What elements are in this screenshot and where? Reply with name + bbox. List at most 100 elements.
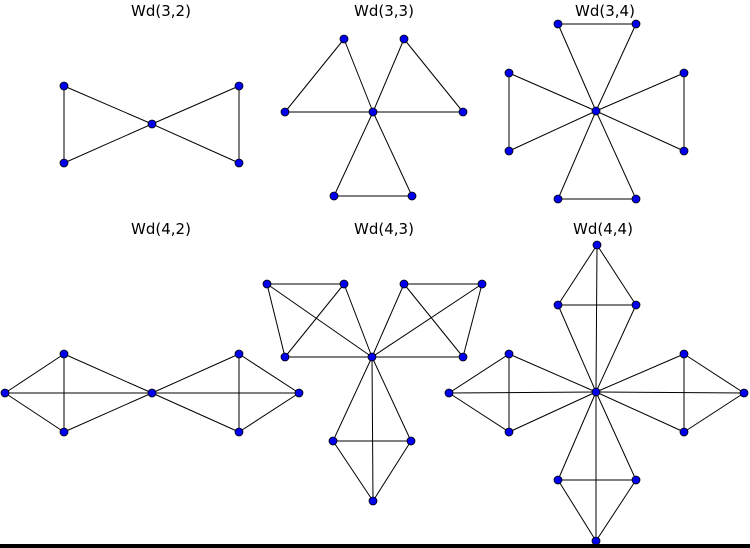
bottom-border — [0, 544, 750, 548]
wd44-edge — [683, 392, 745, 433]
wd33-node — [339, 34, 349, 44]
wd33-edge — [333, 111, 374, 197]
wd44-node — [592, 240, 602, 250]
wd42-node — [59, 349, 69, 359]
wd44-edge — [508, 391, 597, 433]
wd33-edge — [284, 38, 345, 113]
wd43-node — [328, 436, 338, 446]
wd42-node — [59, 427, 69, 437]
wd42-edge — [151, 353, 240, 394]
wd42-edge — [63, 353, 153, 394]
wd44-node — [679, 349, 689, 359]
wd44-edge — [595, 244, 598, 393]
wd42-node — [0, 388, 10, 398]
wd33-node — [280, 107, 290, 117]
wd43-node — [458, 352, 468, 362]
wd42-center-node — [147, 388, 157, 398]
wd33-node — [329, 191, 339, 201]
wd44-edge — [595, 353, 685, 393]
wd32-edge — [63, 85, 153, 125]
wd44-edge — [557, 304, 597, 393]
wd34-node — [504, 68, 514, 78]
wd44-edge — [448, 392, 510, 433]
wd42-edge — [4, 392, 65, 433]
wd34-edge — [595, 110, 685, 152]
wd33-center-node — [368, 107, 378, 117]
wd43-edge — [284, 283, 345, 358]
label-wd34: Wd(3,4) — [575, 2, 635, 20]
label-wd44: Wd(4,4) — [573, 220, 633, 238]
wd44-edge — [596, 244, 637, 306]
wd44-center-node — [591, 387, 601, 397]
wd44-edge — [508, 353, 597, 393]
wd34-node — [679, 68, 689, 78]
wd42-edge — [238, 392, 300, 433]
wd33-node — [407, 191, 417, 201]
wd34-center-node — [591, 106, 601, 116]
label-wd43: Wd(4,3) — [354, 220, 414, 238]
wd43-edge — [332, 356, 373, 442]
wd44-edge — [557, 479, 597, 542]
wd34-edge — [595, 72, 685, 112]
wd43-edge — [371, 356, 374, 502]
wd32-edge — [151, 85, 240, 125]
wd42-node — [294, 388, 304, 398]
wd44-edge — [595, 304, 637, 393]
wd34-node — [631, 19, 641, 29]
wd42-edge — [238, 353, 300, 394]
wd44-node — [739, 388, 749, 398]
wd44-node — [553, 300, 563, 310]
wd42-edge — [151, 392, 240, 433]
wd43-edge — [403, 283, 464, 358]
wd33-edge — [372, 111, 413, 197]
wd43-center-node — [367, 352, 377, 362]
wd43-edge — [371, 283, 405, 358]
wd43-edge — [332, 440, 374, 502]
wd34-node — [553, 19, 563, 29]
wd43-node — [368, 496, 378, 506]
wd43-edge — [371, 356, 412, 442]
wd44-edge — [448, 353, 510, 394]
wd34-node — [504, 146, 514, 156]
wd34-node — [679, 146, 689, 156]
label-wd42: Wd(4,2) — [131, 220, 191, 238]
wd44-node — [444, 388, 454, 398]
wd32-node — [234, 81, 244, 91]
wd43-edge — [371, 283, 483, 358]
wd42-edge — [63, 392, 153, 433]
wd44-node — [631, 300, 641, 310]
wd44-edge — [595, 391, 745, 394]
edges-layer — [4, 23, 745, 542]
wd44-edge — [448, 391, 597, 394]
label-wd32: Wd(3,2) — [131, 2, 191, 20]
label-wd33: Wd(3,3) — [354, 2, 414, 20]
wd44-edge — [683, 353, 745, 394]
wd42-edge — [4, 353, 65, 394]
wd34-node — [631, 194, 641, 204]
wd32-node — [234, 158, 244, 168]
wd34-edge — [508, 110, 597, 152]
wd34-node — [553, 194, 563, 204]
wd44-edge — [557, 391, 597, 481]
wd43-node — [399, 279, 409, 289]
wd44-edge — [595, 391, 685, 433]
wd43-edge — [462, 283, 483, 358]
wd34-edge — [595, 23, 637, 112]
wd32-center-node — [147, 119, 157, 129]
wd32-edge — [151, 123, 240, 164]
wd44-node — [504, 427, 514, 437]
wd44-node — [631, 475, 641, 485]
wd33-edge — [403, 38, 464, 113]
wd43-edge — [372, 440, 412, 502]
wd32-node — [59, 81, 69, 91]
wd43-node — [406, 436, 416, 446]
wd42-node — [234, 349, 244, 359]
nodes-layer — [0, 19, 749, 546]
wd43-edge — [266, 283, 373, 358]
wd32-edge — [63, 123, 153, 164]
wd43-node — [339, 279, 349, 289]
wd34-edge — [557, 23, 597, 112]
wd33-edge — [343, 38, 374, 113]
